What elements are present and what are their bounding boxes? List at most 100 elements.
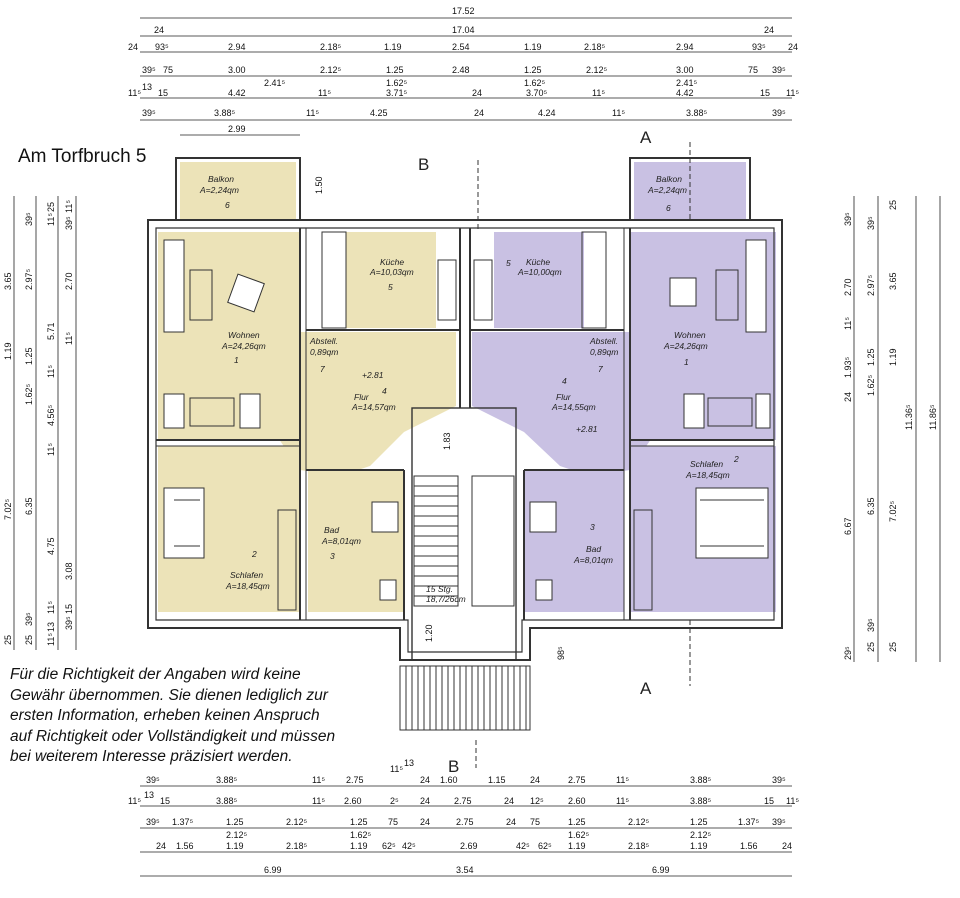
bdim-r3-2: 1.25: [226, 817, 244, 827]
dim-r4-7: 2.12⁵: [586, 65, 608, 75]
disclaimer-line-5: bei weiterem Interesse präzisiert werden…: [10, 748, 293, 765]
stair-ratio: 18,7/26cm: [426, 594, 466, 604]
bdim-r2-12: 11⁵: [616, 796, 629, 806]
bdim-r2-14: 15: [764, 796, 774, 806]
dim-r6-2: 11⁵: [306, 108, 319, 118]
ldim-c4-1: 39⁵: [64, 216, 74, 230]
left-bedroom-area: A=18,45qm: [225, 581, 270, 591]
bdim-r4-2: 1.19: [226, 841, 244, 851]
bdim-r5-2: 6.99: [652, 865, 670, 875]
ldim-c3-6: 4.75: [46, 537, 56, 555]
ldim-c2-5: 25: [24, 635, 34, 645]
dim-r5-6: 24: [472, 88, 482, 98]
dim-r5-0: 11⁵: [128, 88, 141, 98]
rdim-c3-1: 3.65: [888, 272, 898, 290]
dim-r4-4: 1.25: [386, 65, 404, 75]
dim-r3-1: 93⁵: [155, 42, 169, 52]
dim-r6-5: 4.24: [538, 108, 556, 118]
dim-r2-b: 17.04: [452, 25, 475, 35]
bdim-r4-6: 42⁵: [402, 841, 416, 851]
bdim-r2-4: 11⁵: [312, 796, 325, 806]
left-level: +2.81: [362, 370, 384, 380]
rdim-c2-2: 1.25: [866, 348, 876, 366]
rdim-c2-1: 2.97⁵: [866, 274, 876, 296]
dim-total: 17.52: [452, 6, 475, 16]
bdim-r1-8: 1.15: [488, 775, 506, 785]
left-hall-num: 4: [382, 386, 387, 396]
ldim-c2-6: 39⁵: [24, 612, 34, 626]
dim-r4-10: 39⁵: [772, 65, 786, 75]
ldim-c3-0: 25: [46, 202, 56, 212]
bdim-r3b-3: 2.12⁵: [690, 830, 712, 840]
bdim-r1-4: 11⁵: [390, 764, 403, 774]
section-b-top: B: [418, 155, 429, 174]
disclaimer-text: Für die Richtigkeit der Angaben wird kei…: [10, 665, 380, 768]
ldim-c2-0: 39⁵: [24, 212, 34, 226]
entrance-dim: 98⁵: [556, 646, 566, 660]
dim-r4b-0: 2.41⁵: [264, 78, 286, 88]
dim-r4b-3: 2.41⁵: [676, 78, 698, 88]
dim-r3-6: 1.19: [524, 42, 542, 52]
bdim-r4-7: 2.69: [460, 841, 478, 851]
landing-dim: 1.20: [424, 624, 434, 642]
right-hall-area: A=14,55qm: [551, 402, 596, 412]
balcony-depth-dim: 1.50: [314, 176, 324, 194]
dim-r3-8: 2.94: [676, 42, 694, 52]
rdim-c3-2: 1.19: [888, 348, 898, 366]
left-hall-area: A=14,57qm: [351, 402, 396, 412]
dim-balcony: 2.99: [228, 124, 246, 134]
stair-depth-dim: 1.83: [442, 432, 452, 450]
left-kitchen-fill: [346, 232, 436, 328]
bdim-r1-1: 3.88⁵: [216, 775, 238, 785]
section-a-bottom: A: [640, 679, 652, 698]
left-bath-area: A=8,01qm: [321, 536, 361, 546]
bdim-r4-10: 1.19: [568, 841, 586, 851]
right-kitchen-num: 5: [506, 258, 511, 268]
left-kitchen-name: Küche: [380, 257, 404, 267]
rdim-c2-3: 1.62⁵: [866, 374, 876, 396]
left-hall-fill: [264, 332, 456, 476]
dim-r3-2: 2.94: [228, 42, 246, 52]
left-balcony-fill: [180, 162, 296, 220]
left-storage-num: 7: [320, 364, 325, 374]
bdim-r2-1: 13: [144, 790, 154, 800]
ldim-c2-1: 2.97⁵: [24, 268, 34, 290]
dim-r5-4: 11⁵: [318, 88, 331, 98]
dim-r6-4: 24: [474, 108, 484, 118]
bdim-r1-6: 24: [420, 775, 430, 785]
bdim-r3-11: 2.12⁵: [628, 817, 650, 827]
rdim-c1-2: 11⁵: [843, 317, 853, 330]
bdim-r2-9: 24: [504, 796, 514, 806]
dim-r3-7: 2.18⁵: [584, 42, 606, 52]
bdim-r2-11: 2.60: [568, 796, 586, 806]
page-title: Am Torfbruch 5: [18, 146, 147, 167]
rdim-c2-6: 39⁵: [866, 618, 876, 632]
dim-r6-3: 4.25: [370, 108, 388, 118]
ldim-c3-5: 11⁵: [46, 443, 56, 456]
bdim-r3b-1: 1.62⁵: [350, 830, 372, 840]
right-bedroom-name: Schlafen: [690, 459, 723, 469]
right-hall-name: Flur: [556, 392, 572, 402]
ldim-c2-4: 6.35: [24, 497, 34, 515]
bdim-r3-9: 75: [530, 817, 540, 827]
right-bedroom-num: 2: [733, 454, 739, 464]
rdim-c1-6: 29⁵: [843, 646, 853, 660]
dim-r4b-1: 1.62⁵: [386, 78, 408, 88]
right-bath-area: A=8,01qm: [573, 555, 613, 565]
left-storage-area: 0,89qm: [310, 347, 338, 357]
right-bedroom-area: A=18,45qm: [685, 470, 730, 480]
ldim-c1-1: 1.19: [3, 342, 13, 360]
ldim-c4-5: 15: [64, 604, 74, 614]
bdim-r3-4: 1.25: [350, 817, 368, 827]
left-balcony-area: A=2,24qm: [199, 185, 239, 195]
right-storage-name: Abstell.: [589, 336, 618, 346]
right-hall-fill: [472, 332, 664, 476]
left-kitchen-num: 5: [388, 282, 393, 292]
dim-r5-2: 15: [158, 88, 168, 98]
bdim-r2-13: 3.88⁵: [690, 796, 712, 806]
bdim-r3b-0: 2.12⁵: [226, 830, 248, 840]
ldim-c2-2: 1.25: [24, 347, 34, 365]
bdim-r1-9: 24: [530, 775, 540, 785]
left-balcony-num: 6: [225, 200, 230, 210]
